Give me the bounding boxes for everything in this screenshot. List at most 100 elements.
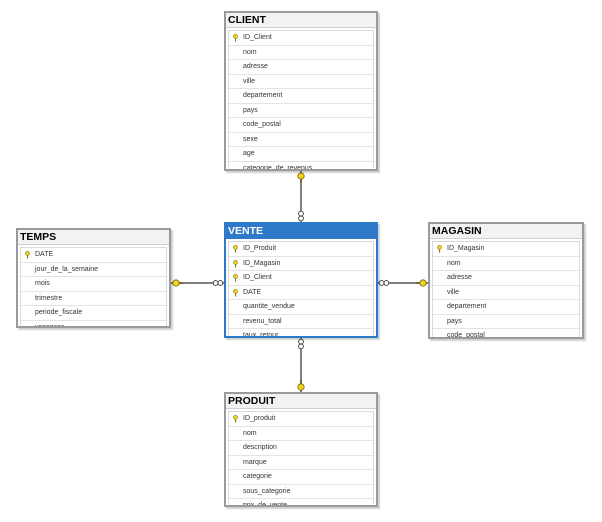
column-row[interactable]: pays [229,104,373,118]
column-name: code_postal [447,332,485,339]
column-name: code_postal [243,121,281,128]
column-name: ID_Produit [243,245,277,252]
column-row[interactable]: taux_retour [229,329,373,336]
column-row[interactable]: adresse [229,60,373,75]
one-end-key-icon [172,279,183,287]
one-end-key-icon [416,279,427,287]
table-title[interactable]: TEMPS [18,230,169,245]
column-row[interactable]: age [229,147,373,162]
column-name: ID_Magasin [447,245,485,252]
column-row[interactable]: ID_produit [229,412,373,427]
column-row[interactable]: revenu_total [229,315,373,329]
column-name: pays [243,106,258,114]
column-name: ville [447,288,460,296]
column-row[interactable]: ville [433,286,579,300]
column-name: departement [243,92,283,99]
primary-key-icon [233,415,238,423]
column-name: ID_Magasin [243,259,281,267]
column-row[interactable]: code_postal [433,329,579,339]
column-row[interactable]: DATE [229,286,373,300]
column-name: adresse [447,274,472,281]
primary-key-icon [233,288,238,297]
column-row[interactable]: adresse [433,271,579,286]
column-name: description [243,444,277,451]
column-name: ID_Client [243,274,272,281]
primary-key-icon [437,245,442,253]
column-row[interactable]: departement [433,300,579,315]
table-title[interactable]: MAGASIN [430,224,582,239]
column-name: ID_Client [243,34,272,41]
table-title[interactable]: CLIENT [226,13,376,28]
column-name: mois [35,280,50,287]
column-name: revenu_total [243,317,282,325]
table-title[interactable]: PRODUIT [226,394,376,409]
column-name: nom [243,429,257,437]
one-end-key-icon [297,172,305,183]
column-row[interactable]: vacances [21,321,166,328]
column-row[interactable]: trimestre [21,292,166,306]
column-row[interactable]: marque [229,456,373,470]
column-name: prix_de_vente [243,502,287,507]
primary-key-icon [25,251,30,259]
column-row[interactable]: nom [229,427,373,441]
primary-key-icon [233,245,238,253]
column-name: sous_categorie [243,487,291,495]
column-row[interactable]: departement [229,89,373,104]
column-name: adresse [243,63,268,70]
column-row[interactable]: ville [229,75,373,89]
column-row[interactable]: ID_Magasin [433,242,579,257]
table-title[interactable]: VENTE [226,224,376,239]
column-name: age [243,150,255,157]
column-row[interactable]: pays [433,315,579,329]
column-name: categorie_de_revenus [243,164,313,171]
column-row[interactable]: nom [229,46,373,60]
column-row[interactable]: description [229,441,373,456]
column-row[interactable]: ID_Client [229,271,373,286]
column-name: quantite_vendue [243,303,295,310]
column-row[interactable]: prix_de_vente [229,499,373,507]
one-end-key-icon [297,380,305,391]
many-end-infinity-icon [298,338,304,350]
column-row[interactable]: nom [433,257,579,271]
column-row[interactable]: periode_fiscale [21,306,166,321]
column-row[interactable]: sous_categorie [229,485,373,499]
primary-key-icon [233,259,238,268]
column-name: pays [447,317,462,325]
column-name: DATE [243,288,262,296]
many-end-infinity-icon [298,210,304,222]
column-row[interactable]: jour_de_la_semaine [21,263,166,277]
column-name: jour_de_la_semaine [35,265,99,273]
column-row[interactable]: ID_Produit [229,242,373,257]
column-row[interactable]: mois [21,277,166,292]
primary-key-icon [233,34,238,42]
column-row[interactable]: categorie_de_revenus [229,162,373,171]
column-name: sexe [243,135,258,143]
many-end-infinity-icon [378,280,390,286]
column-name: periode_fiscale [35,309,83,316]
column-row[interactable]: ID_Magasin [229,257,373,271]
column-row[interactable]: quantite_vendue [229,300,373,315]
column-name: nom [243,48,257,56]
column-name: vacances [35,323,65,328]
primary-key-icon [233,274,238,282]
column-row[interactable]: ID_Client [229,31,373,46]
column-row[interactable]: sexe [229,133,373,147]
many-end-infinity-icon [212,280,224,286]
column-row[interactable]: code_postal [229,118,373,133]
column-name: categorie [243,473,272,480]
column-row[interactable]: DATE [21,248,166,263]
column-name: DATE [35,251,54,258]
column-row[interactable]: categorie [229,470,373,485]
column-name: nom [447,259,461,267]
